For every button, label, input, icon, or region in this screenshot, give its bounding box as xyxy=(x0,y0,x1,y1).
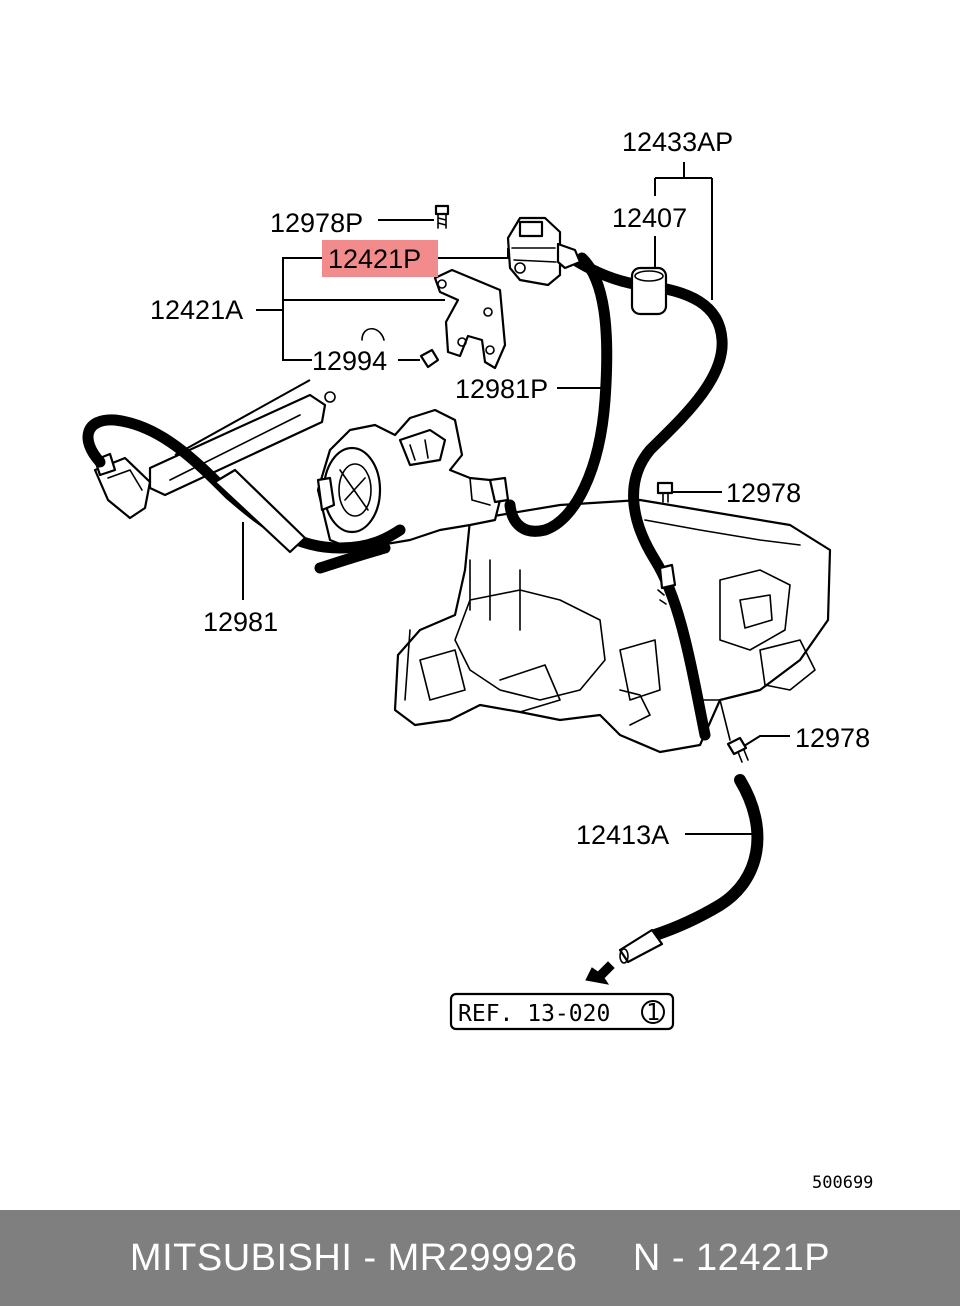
bolt-12978P xyxy=(434,204,450,229)
clip-12994 xyxy=(419,348,440,369)
callout-12433AP: 12433AP xyxy=(622,127,733,157)
diagram-id: 500699 xyxy=(812,1173,873,1193)
reference-text: REF. 13-020 xyxy=(458,1001,610,1027)
callout-12413A: 12413A xyxy=(576,820,669,850)
reference-circle-number: 1 xyxy=(646,1000,660,1026)
small-mark xyxy=(657,589,667,605)
leader-lines xyxy=(174,162,790,835)
solenoid-valve xyxy=(506,216,582,287)
callout-12981P: 12981P xyxy=(455,374,548,404)
hose-12413A xyxy=(618,774,764,964)
hose-12433AP xyxy=(572,256,728,741)
callout-12978P: 12978P xyxy=(270,208,363,238)
callout-12421A: 12421A xyxy=(150,295,243,325)
bolt-12978-upper xyxy=(656,481,674,503)
bracket-12421A xyxy=(433,268,507,370)
clip-top xyxy=(361,327,385,341)
footer-bar: MITSUBISHI - MR299926 N - 12421P xyxy=(0,1210,960,1306)
footer-text: MITSUBISHI - MR299926 N - 12421P xyxy=(129,1236,831,1279)
callout-12978-lower: 12978 xyxy=(795,723,870,753)
throttle-body xyxy=(316,408,510,552)
fuel-rail xyxy=(93,391,336,520)
callout-12994: 12994 xyxy=(312,346,387,376)
callout-12407: 12407 xyxy=(612,203,687,233)
highlight-12421P xyxy=(322,240,438,277)
intake-manifold xyxy=(393,498,832,754)
hose-12981P xyxy=(504,252,613,537)
reference-box: REF. 13-020 1 xyxy=(449,992,675,1031)
reference-arrow-icon xyxy=(585,961,615,985)
callout-12978-upper: 12978 xyxy=(726,478,801,508)
bolt-12978-lower xyxy=(726,736,749,763)
parts-diagram: 12433AP 12407 12978P 12421P 12421A 12994… xyxy=(82,127,873,1193)
hose-12981 xyxy=(82,414,406,574)
callout-12981: 12981 xyxy=(203,607,278,637)
callout-12421P: 12421P xyxy=(328,244,421,274)
